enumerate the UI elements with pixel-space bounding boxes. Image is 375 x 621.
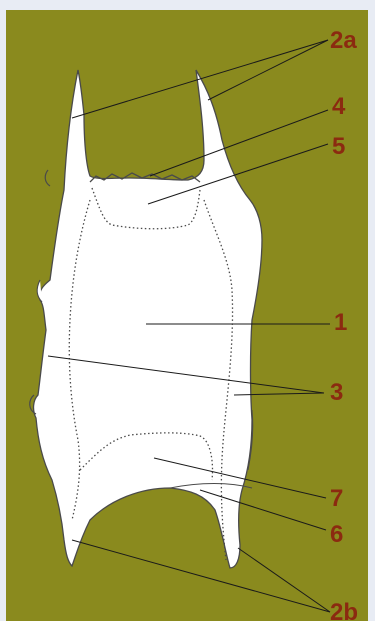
leader-2b-left <box>72 540 330 612</box>
label-7: 7 <box>330 485 343 512</box>
label-4: 4 <box>332 93 346 120</box>
leader-2b-right <box>238 548 330 612</box>
label-6: 6 <box>330 521 343 548</box>
label-5: 5 <box>332 133 345 160</box>
leader-4 <box>150 110 328 176</box>
left-bump-upper <box>45 170 50 186</box>
label-3: 3 <box>330 379 343 406</box>
label-1: 1 <box>334 309 347 336</box>
egg-case-body <box>34 70 262 568</box>
label-2a: 2a <box>330 27 357 54</box>
label-2b: 2b <box>330 599 358 621</box>
leader-2a-right <box>208 40 328 100</box>
